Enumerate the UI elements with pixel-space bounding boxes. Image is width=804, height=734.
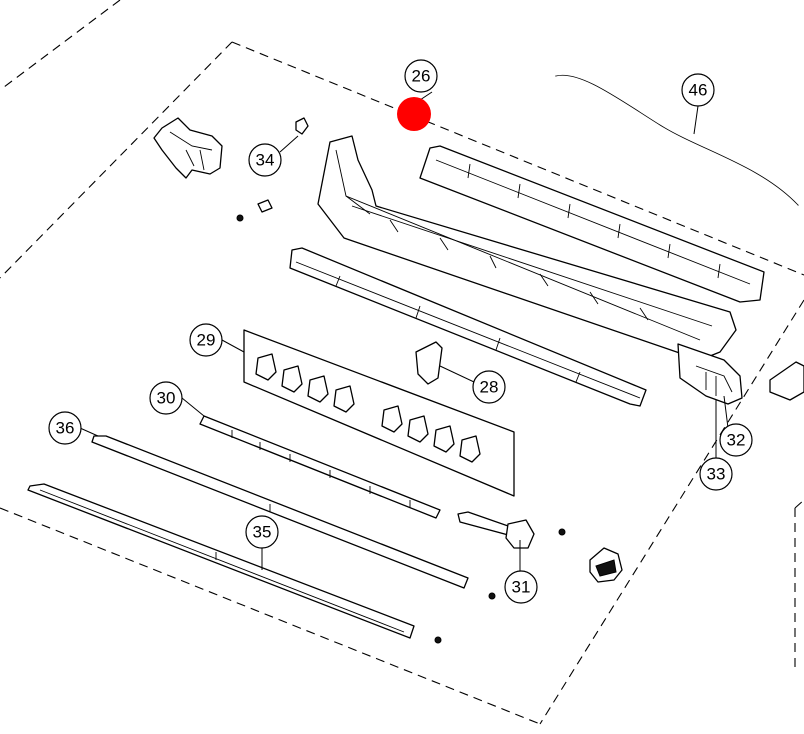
callout-32: 32 <box>719 423 753 457</box>
stepper-motor-part <box>589 547 623 583</box>
callout-28: 28 <box>472 370 506 404</box>
callout-46: 46 <box>681 73 715 107</box>
main-frame-part <box>317 135 743 405</box>
callout-36-label: 36 <box>56 419 75 438</box>
upper-rail-part <box>419 145 765 303</box>
callout-30: 30 <box>149 381 183 415</box>
motor-linkage-part <box>457 511 566 600</box>
callout-33-label: 33 <box>707 465 726 484</box>
callout-32-label: 32 <box>727 431 746 450</box>
right-bracket-part <box>769 361 804 401</box>
callout-46-label: 46 <box>689 81 708 100</box>
strip-part <box>27 483 442 644</box>
long-rod-part <box>91 435 469 589</box>
callout-30-label: 30 <box>157 389 176 408</box>
bracket-part-left <box>153 117 309 222</box>
callout-34-label: 34 <box>256 151 275 170</box>
callout-26: 26 <box>404 59 438 93</box>
callout-28-label: 28 <box>480 378 499 397</box>
highlight-marker <box>397 97 431 131</box>
louver-blade-part <box>289 247 647 407</box>
link-rod-part <box>199 415 441 519</box>
callout-36: 36 <box>48 411 82 445</box>
callout-35: 35 <box>245 515 279 549</box>
callout-34: 34 <box>248 143 282 177</box>
callout-33: 33 <box>699 457 733 491</box>
clip-part <box>415 341 443 385</box>
callout-29: 29 <box>189 323 223 357</box>
seal-strip-part <box>555 71 801 208</box>
louver-pieces <box>255 353 481 463</box>
callout-31: 31 <box>504 570 538 604</box>
louver-set-part <box>243 329 515 497</box>
callout-31-label: 31 <box>512 578 531 597</box>
leader-lines <box>79 91 729 574</box>
callout-29-label: 29 <box>197 331 216 350</box>
callout-35-label: 35 <box>253 523 272 542</box>
callout-26-label: 26 <box>412 67 431 86</box>
